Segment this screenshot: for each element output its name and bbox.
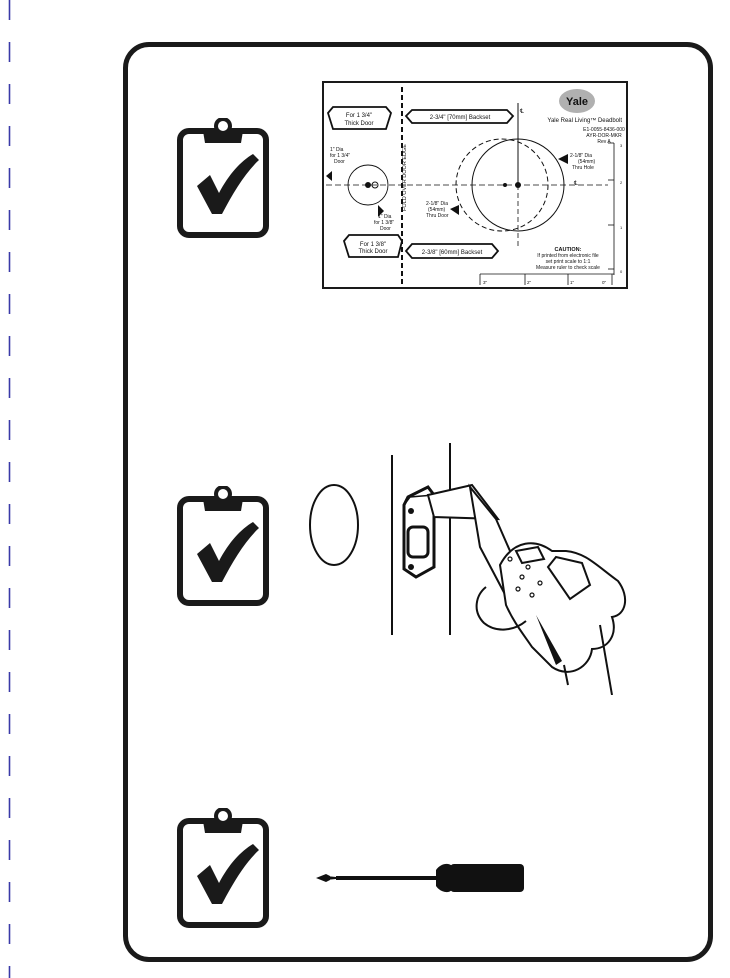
backset-top-label: 2-3/4" [70mm] Backset bbox=[430, 115, 491, 121]
large-hole-center-line3: Thru Door bbox=[426, 213, 449, 219]
fold-line-label: FOLD OVER DOOR EDGE bbox=[402, 144, 408, 211]
side-ruler-tick: 1 bbox=[620, 225, 623, 230]
ruler-tick-label: 3" bbox=[483, 280, 488, 285]
door-template-illustration: FOLD OVER DOOR EDGE For 1 3/4" Thick Doo… bbox=[322, 81, 628, 289]
small-hole-top-line1: 1" Dia bbox=[330, 147, 344, 153]
bottom-left-label-line2: Thick Door bbox=[358, 249, 387, 255]
side-ruler-tick: 3 bbox=[620, 143, 623, 148]
caution-line: set print scale to 1:1 bbox=[546, 259, 591, 265]
revision: Rev A bbox=[597, 139, 611, 145]
checklist-card bbox=[123, 42, 713, 962]
clipboard-check-icon bbox=[177, 118, 269, 238]
caution-line: Measure ruler to check scale bbox=[536, 265, 600, 271]
small-hole-bottom-line2: for 1 3/8" bbox=[374, 220, 394, 226]
yale-logo: Yale bbox=[566, 96, 588, 108]
small-hole-bottom-line3: Door bbox=[380, 226, 391, 232]
backset-bottom-label: 2-3/8" [60mm] Backset bbox=[422, 250, 483, 256]
ruler-tick-label: 2" bbox=[527, 280, 532, 285]
small-hole-top-line3: Door bbox=[334, 159, 345, 165]
form-code: AYR-DOR-MKR bbox=[586, 133, 622, 139]
part-number: E1-0055-8436-000 bbox=[583, 127, 625, 133]
caution-line: If printed from electronic file bbox=[537, 253, 599, 259]
large-hole-right-line1: 2-1/8" Dia bbox=[570, 153, 592, 159]
phillips-screwdriver-icon bbox=[316, 863, 524, 893]
side-ruler-tick: 0 bbox=[620, 269, 623, 274]
large-hole-right-line2: (54mm) bbox=[578, 159, 596, 165]
bottom-left-label-line1: For 1 3/8" bbox=[360, 242, 386, 248]
svg-text:℄: ℄ bbox=[519, 109, 524, 115]
large-hole-center-line2: (54mm) bbox=[428, 207, 446, 213]
door-edge-drill-icon bbox=[309, 443, 627, 695]
clipboard-check-icon bbox=[177, 808, 269, 928]
small-hole-top-line2: for 1 3/4" bbox=[330, 153, 350, 159]
small-hole-bottom-line1: 1" Dia bbox=[378, 214, 392, 220]
top-left-label-line2: Thick Door bbox=[344, 121, 373, 127]
top-left-label-line1: For 1 3/4" bbox=[346, 113, 372, 119]
svg-text:℄: ℄ bbox=[573, 181, 578, 187]
ruler-tick-label: 0" bbox=[602, 280, 607, 285]
side-ruler-tick: 2 bbox=[620, 180, 623, 185]
product-name: Yale Real Living™ Deadbolt bbox=[547, 117, 622, 124]
caution-title: CAUTION: bbox=[555, 247, 582, 253]
large-hole-center-line1: 2-1/8" Dia bbox=[426, 201, 448, 207]
clipboard-check-icon bbox=[177, 486, 269, 606]
margin-rule bbox=[8, 0, 11, 978]
ruler-tick-label: 1" bbox=[570, 280, 575, 285]
large-hole-right-line3: Thru Hole bbox=[572, 165, 594, 171]
